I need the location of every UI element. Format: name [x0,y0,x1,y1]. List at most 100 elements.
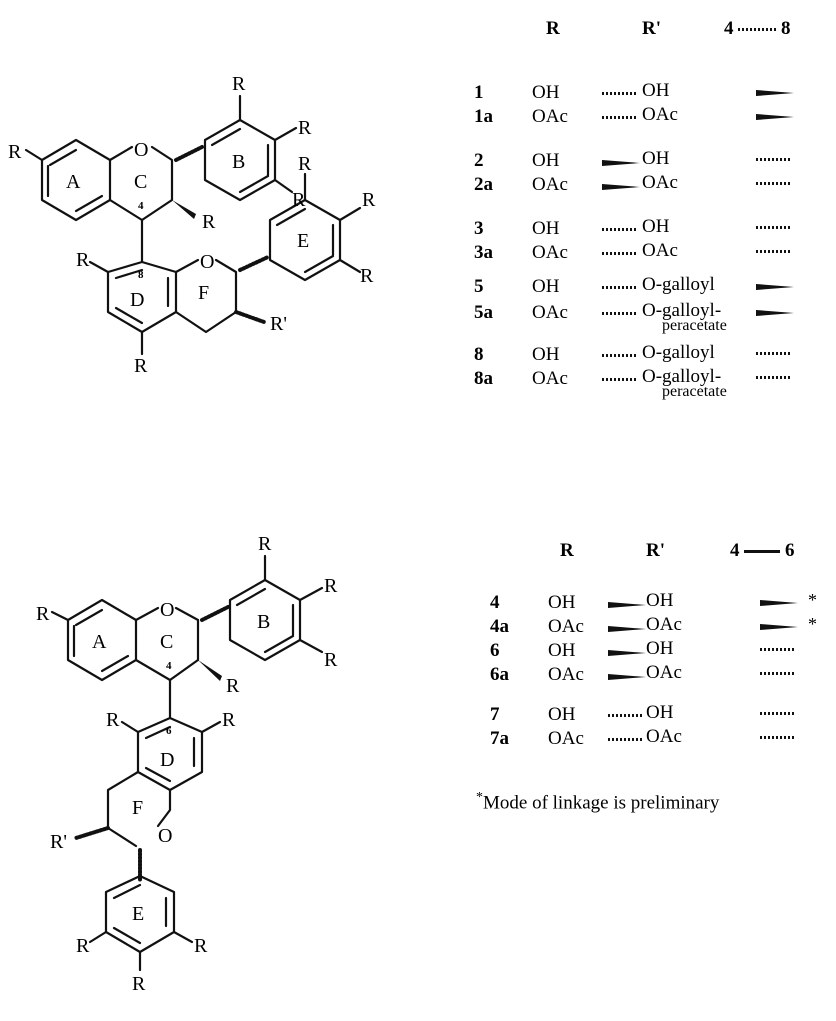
r-value: OH [532,150,560,171]
compound-number: 2a [474,174,493,195]
header-r-prime: R' [646,540,665,561]
label-r: R [298,117,312,139]
hashed-bond [756,352,792,355]
r-value: OH [548,592,576,613]
compound-number: 7a [490,728,509,749]
ring-c [108,145,134,162]
r-prime-value: OH [646,638,674,659]
label-r: R [8,141,22,163]
label-ring-a: A [66,171,81,193]
header-linkage: 4 6 [730,540,795,561]
label-r: R [298,153,312,175]
r-prime-value: O-galloyl-peracetate [642,300,727,335]
label-ring-f: F [198,282,209,304]
header-r: R [546,18,560,39]
wedge-bond [608,626,646,632]
label-r: R [36,603,50,625]
label-r: R [226,675,240,697]
wedge-bond [760,600,798,606]
label-o: O [158,825,172,847]
label-r: R [222,709,236,731]
compound-number: 4 [490,592,500,613]
hashed-bond [760,672,796,675]
label-r: R [362,189,376,211]
label-ring-b: B [257,611,270,633]
label-r: R [132,973,146,995]
compound-number: 2 [474,150,484,171]
label-ring-d: D [130,289,144,311]
label-r: R [324,649,338,671]
hashed-bond [602,228,638,231]
r-value: OAc [532,174,568,195]
compound-number: 4a [490,616,509,637]
label-ring-c: C [134,171,147,193]
compound-number: 5 [474,276,484,297]
label-r: R [232,73,246,95]
r-prime-value: O-galloyl [642,342,715,363]
label-ring-a: A [92,631,107,653]
footnote: *Mode of linkage is preliminary [476,790,720,814]
r-prime-value: OH [642,216,670,237]
hashed-bond [602,378,638,381]
compound-number: 6 [490,640,500,661]
r-prime-value: OH [642,148,670,169]
r-value: OAc [532,368,568,389]
hashed-bond [756,158,792,161]
hashed-bond [602,286,638,289]
wedge-bond [756,310,794,316]
label-r: R [324,575,338,597]
hashed-bond [608,714,644,717]
r-prime-value: OH [646,702,674,723]
wedge-bond [602,160,640,166]
r-value: OH [532,82,560,103]
label-o: O [200,251,214,273]
label-o: O [134,139,148,161]
footnote-marker: * [808,614,817,634]
ring-f [174,258,200,274]
wedge-bond [608,602,646,608]
r-value: OH [532,344,560,365]
wedge-bond [760,624,798,630]
wedge-bond [756,284,794,290]
label-pos-8: 8 [138,269,144,281]
wedge-bond [756,90,794,96]
wedge-bond [602,184,640,190]
compound-number: 5a [474,302,493,323]
hashed-bond [602,252,638,255]
r-prime-value: OAc [642,240,678,261]
label-ring-e: E [297,230,309,252]
r-value: OH [532,276,560,297]
label-r: R [292,189,306,211]
hashed-bond [602,92,638,95]
r-prime-value: OH [646,590,674,611]
hashed-bond [756,226,792,229]
r-value: OAc [532,242,568,263]
structure-4-6-dimer: R O A C 4 B R R R R R R 6 D F O R' E R R… [36,533,338,995]
label-r: R [76,249,90,271]
hashed-bond [608,738,644,741]
header-r: R [560,540,574,561]
wedge-bond [608,674,646,680]
hashed-bond [756,182,792,185]
r-value: OAc [532,106,568,127]
compound-number: 8a [474,368,493,389]
header-linkage: 4 8 [724,18,791,39]
wedge-bond [756,114,794,120]
label-r-prime: R' [270,313,287,335]
hashed-bond [602,312,638,315]
r-value: OAc [532,302,568,323]
compound-number: 7 [490,704,500,725]
r-value: OH [532,218,560,239]
table-row: 2 OH OH [474,148,834,174]
